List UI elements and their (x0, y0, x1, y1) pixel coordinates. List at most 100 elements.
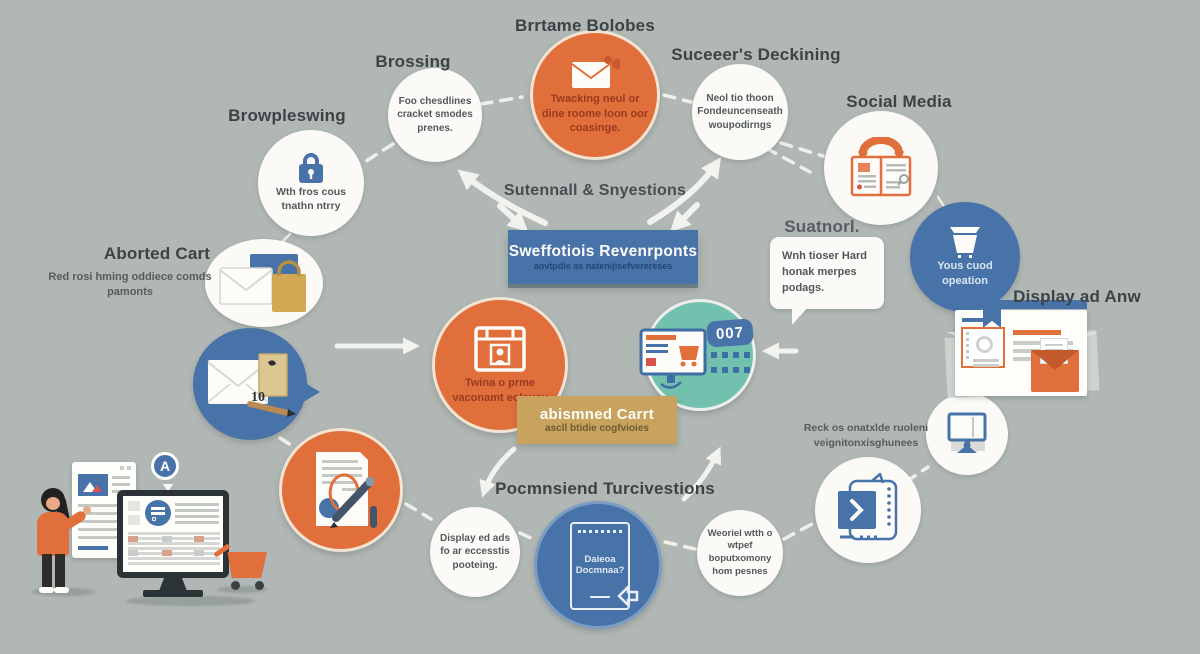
foo-chesdlines-text: Foo chesdlines cracket smodes prenes. (397, 96, 473, 134)
your-cart-text: Yous cuod opeation (937, 260, 993, 287)
shopping-cart (213, 543, 273, 590)
stamp-value: 10 (251, 390, 265, 405)
remarketing-banner-subtitle: aovtpdie as natenijisefverereses (533, 261, 673, 271)
tracking-email-circle: Twacking neul or dine roome loon oor coa… (530, 30, 660, 160)
person-figure (33, 488, 103, 596)
notebook-chevron-icon (838, 473, 898, 541)
abandoned-cart-banner: abismned Carrt ascll btidie cogfvioies (517, 396, 677, 444)
ad-blue-dash (962, 318, 984, 322)
suatnorl-bubble: Wnh tioser Hard honak merpes podags. (770, 237, 884, 325)
ad-envelope-icon (1031, 338, 1079, 392)
checkout-monitor-icon (639, 328, 707, 389)
heading-social-media: Social Media (846, 92, 952, 111)
doc-question-circle: Daieoa Docmnaa? (534, 501, 662, 629)
screen-lines-top (175, 503, 219, 506)
neol-thoon-circle: Neol tio thoon Fondeuncenseath woupodirn… (692, 64, 788, 160)
remarketing-banner: Sweffotiois Revenrponts aovtpdie as nate… (508, 230, 698, 284)
screen-app-icon (145, 500, 171, 526)
person-shoe-left (39, 587, 54, 593)
cart-wheel-left (231, 581, 240, 590)
reck-note: Reck os onatxlde ruoleni veignitonxisghu… (803, 422, 929, 449)
document-pencil-icon (316, 452, 377, 528)
monitor-stand (159, 578, 187, 591)
assistant-badge: A (151, 452, 179, 480)
promo-code-badge: 007 (706, 318, 754, 348)
notebook-circle (815, 457, 921, 563)
person-hand (83, 506, 91, 514)
ad-envelope-flap-front (1031, 350, 1079, 370)
browser-lines-right (112, 476, 130, 479)
blue-bubble-tail (300, 380, 320, 404)
lock-circle-text: Wth fros cous tnathn ntrry (276, 186, 346, 212)
monitor-user-icon (947, 412, 987, 453)
tracking-email-text: Twacking neul or dine roome loon oor coa… (541, 93, 649, 135)
screen-body-lines (128, 532, 220, 535)
aborted-cart-oval (205, 239, 323, 327)
assistant-badge-tail (163, 484, 173, 492)
ad-top-bar (973, 300, 1087, 309)
doc-arrow-notch-icon (617, 583, 639, 608)
ad-box-lines (973, 359, 999, 362)
envelope-stamp-icon (207, 353, 296, 417)
neol-thoon-text: Neol tio thoon Fondeuncenseath woupodirn… (697, 93, 783, 131)
suatnorl-bubble-text: Wnh tioser Hard honak merpes podags. (782, 250, 867, 294)
screen-thumbnails (128, 536, 138, 542)
abandoned-banner-subtitle: ascll btidie cogfvioies (545, 423, 649, 434)
heading-sutenvall: Sutennall & Snyestions (503, 182, 687, 199)
heading-pocmnsiend: Pocmnsiend Turcivestions (495, 479, 715, 498)
doc-question-text: Daieoa Docmnaa? (575, 553, 625, 576)
gift-box-icon (474, 326, 526, 372)
stamped-email-bubble: 10 (193, 328, 320, 440)
weoriel-circle: Weoriel wtth o wtpef boputxomony hom pes… (697, 510, 783, 596)
signed-doc-circle (279, 428, 403, 552)
person-torso (37, 512, 69, 556)
shopper-illustration: A (25, 430, 375, 645)
social-media-circle (824, 111, 938, 225)
monitor-shadow (125, 596, 255, 606)
cart-body (227, 552, 267, 578)
screen-side-thumbs (128, 501, 140, 511)
display-ads-text: Display ed ads fo ar eccesstis pooteing. (439, 533, 511, 571)
code-dots-icon (711, 352, 750, 373)
promo-code-circle: 007 (639, 299, 756, 411)
person-face (46, 497, 60, 510)
shopper-monitor (117, 490, 229, 578)
abandoned-banner-title: abismned Carrt (539, 406, 655, 423)
heading-browpleswing: Browpleswing (228, 106, 346, 125)
browser-link-line (78, 546, 108, 550)
heading-brrtame-bolobes: Brrtame Bolobes (515, 16, 655, 35)
ad-photo-box (961, 327, 1005, 368)
retarget-monitor-circle (926, 393, 1008, 475)
person-leg-left (42, 554, 52, 588)
lock-circle: Wth fros cous tnathn ntrry (258, 130, 364, 236)
bookmark-ribbon-icon (983, 300, 1001, 328)
your-cart-circle: Yous cuod opeation (910, 202, 1020, 312)
display-ad-mockup (940, 298, 1110, 408)
foo-chesdlines-circle: Foo chesdlines cracket smodes prenes. (388, 68, 482, 162)
person-leg-right (55, 554, 65, 588)
bubble-tail (792, 307, 808, 325)
remarketing-banner-title: Sweffotiois Revenrponts (508, 243, 698, 260)
display-ads-circle: Display ed ads fo ar eccesstis pooteing. (430, 507, 520, 597)
cart-wheel-right (255, 581, 264, 590)
lock-icon (299, 153, 323, 184)
browser-image (78, 474, 108, 496)
cart-shadow (217, 586, 267, 593)
ad-card (955, 300, 1087, 396)
aborted-cart-note: Red rosi hming oddiece comds pamonts (48, 271, 212, 299)
heading-suceeers-deckining: Suceeer's Deckining (671, 45, 841, 64)
social-book-icon (850, 137, 912, 197)
heading-aborted-cart: Aborted Cart (103, 244, 211, 263)
ad-circle-thumb (976, 336, 993, 353)
monitor-base (143, 590, 203, 597)
person-shoe-right (54, 587, 69, 593)
weoriel-text: Weoriel wtth o wtpef boputxomony hom pes… (707, 527, 773, 577)
ad-orange-line (1013, 330, 1061, 335)
heading-suatnorl: Suatnorl. (784, 217, 860, 236)
aborted-cart-icon (219, 254, 306, 312)
heading-brossing: Brossing (375, 52, 451, 71)
heading-display-ad-anw: Display ad Anw (1013, 287, 1141, 306)
browser-controls (120, 466, 124, 470)
